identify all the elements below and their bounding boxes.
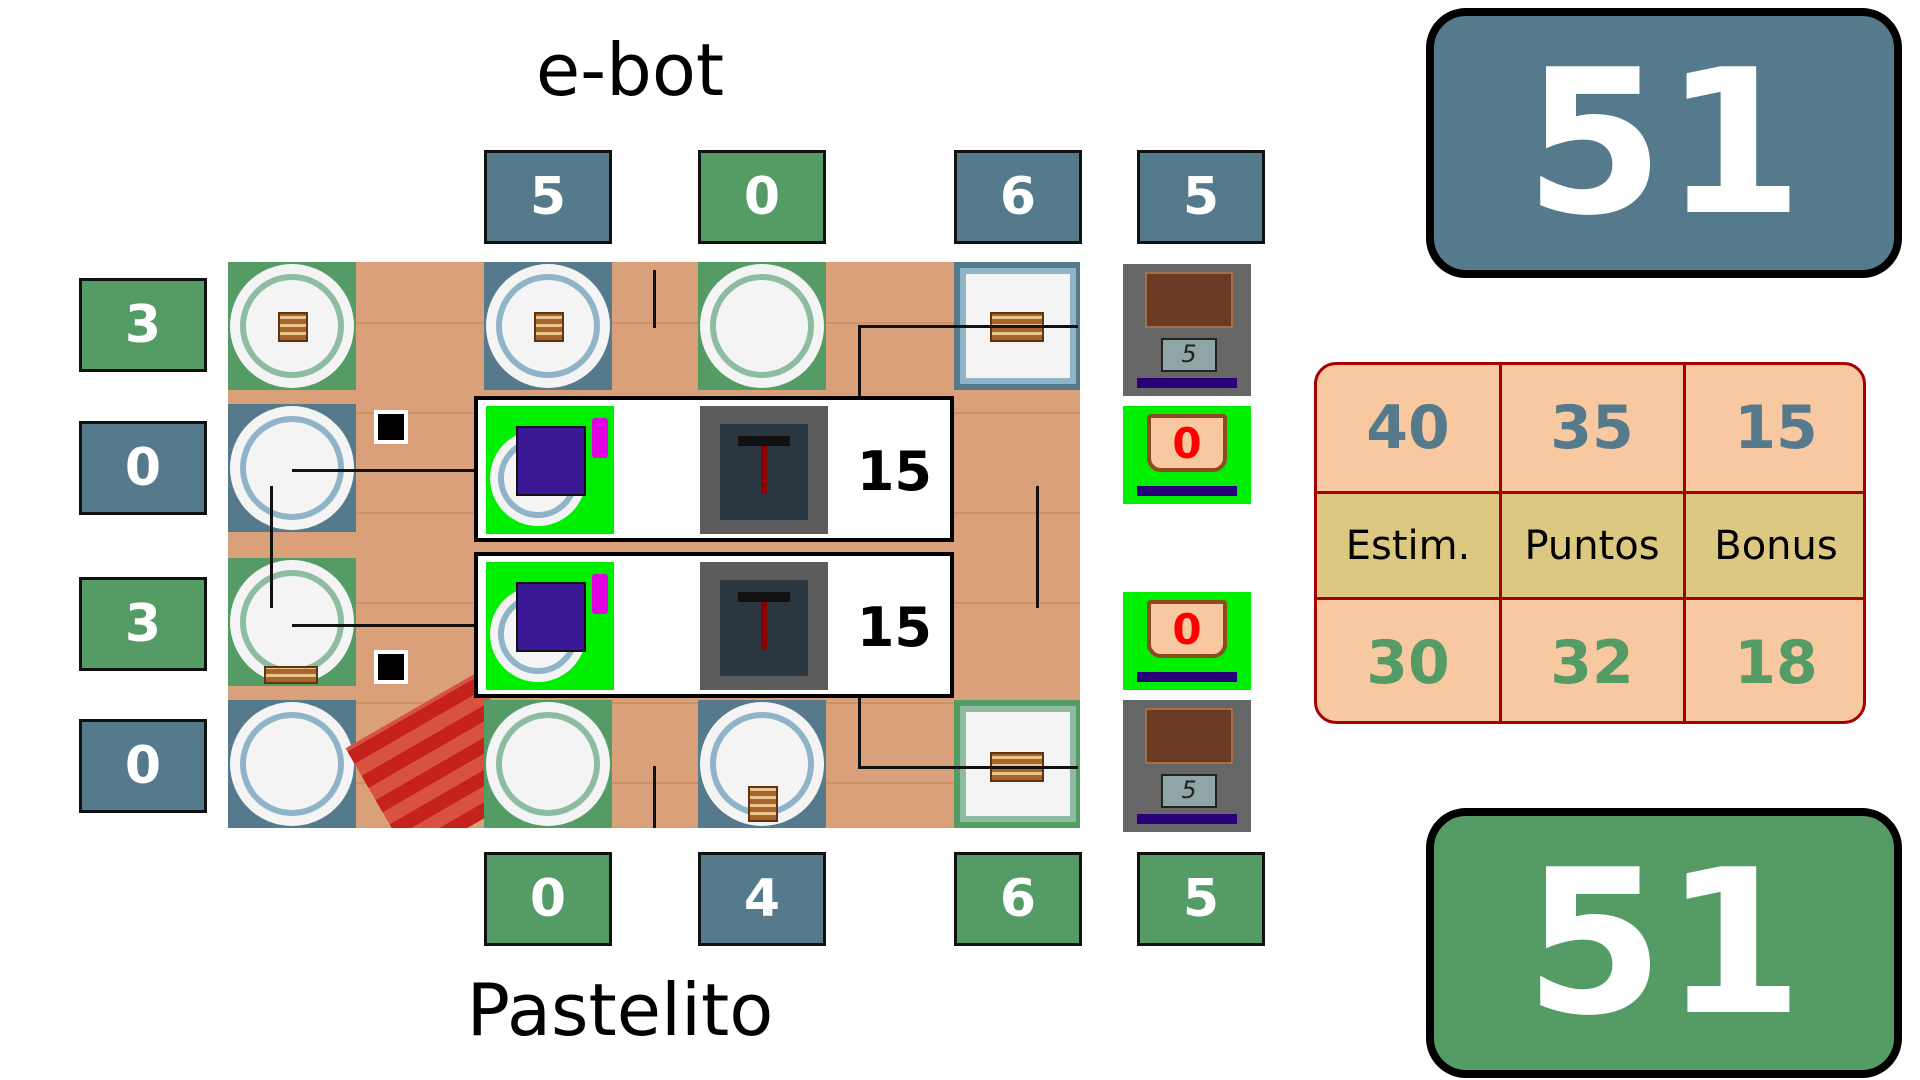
points-bottom: 32 (1550, 628, 1634, 698)
bottom-team-name: Pastelito (466, 968, 774, 1052)
game-board (228, 262, 1080, 828)
aruco-marker-icon (374, 410, 408, 444)
robot-panel-1: 15 (474, 396, 954, 542)
cake-icon (264, 666, 318, 684)
plate (230, 560, 354, 684)
row-count-4: 0 (79, 719, 207, 813)
cherry-counter-2: 0 (1123, 592, 1251, 690)
robot-panel-value: 15 (856, 440, 932, 503)
score-table: 40 35 15 Estim. Puntos Bonus 30 32 18 (1314, 362, 1866, 724)
cake-icon (534, 312, 564, 342)
cake-icon (278, 312, 308, 342)
bottom-count-4: 5 (1137, 852, 1265, 946)
cherry-scale-icon: 5 (1123, 700, 1251, 832)
bottom-team-score: 51 (1426, 808, 1902, 1078)
opponent-robot-icon (700, 406, 828, 534)
plate (230, 264, 354, 388)
scale-display: 5 (1161, 774, 1217, 808)
board-tile (698, 700, 826, 828)
top-team-score: 51 (1426, 8, 1902, 278)
board-tile (228, 404, 356, 532)
cherry-scale-icon: 5 (1123, 264, 1251, 396)
bottom-count-3: 6 (954, 852, 1082, 946)
header-bonus: Bonus (1714, 523, 1838, 569)
scale-display: 5 (1161, 338, 1217, 372)
plate (230, 406, 354, 530)
top-count-3: 6 (954, 150, 1082, 244)
plate (700, 264, 824, 388)
header-points: Puntos (1524, 523, 1660, 569)
bonus-bottom: 18 (1734, 628, 1818, 698)
plate (486, 702, 610, 826)
row-count-2: 0 (79, 421, 207, 515)
points-top: 35 (1550, 393, 1634, 463)
board-tile (698, 262, 826, 390)
board-tile (484, 262, 612, 390)
top-count-2: 0 (698, 150, 826, 244)
robot-icon (486, 406, 614, 534)
header-estimate: Estim. (1345, 523, 1471, 569)
estimate-top: 40 (1366, 393, 1450, 463)
bonus-top: 15 (1734, 393, 1818, 463)
board-tile (228, 262, 356, 390)
top-team-name: e-bot (535, 28, 725, 112)
cake-icon (748, 786, 778, 822)
estimate-bottom: 30 (1366, 628, 1450, 698)
bottom-count-2: 4 (698, 852, 826, 946)
top-count-1: 5 (484, 150, 612, 244)
board-tile (954, 700, 1080, 828)
board-tile (228, 700, 356, 828)
board-tile (228, 558, 356, 686)
robot-panel-value: 15 (856, 596, 932, 659)
row-count-3: 3 (79, 577, 207, 671)
robot-panel-2: 15 (474, 552, 954, 698)
robot-icon (486, 562, 614, 690)
opponent-robot-icon (700, 562, 828, 690)
traffic-light-icon (592, 574, 608, 614)
plate (230, 702, 354, 826)
aruco-marker-icon (374, 650, 408, 684)
row-count-1: 3 (79, 278, 207, 372)
board-tile (484, 700, 612, 828)
top-count-4: 5 (1137, 150, 1265, 244)
bottom-count-1: 0 (484, 852, 612, 946)
traffic-light-icon (592, 418, 608, 458)
cherry-counter-1: 0 (1123, 406, 1251, 504)
